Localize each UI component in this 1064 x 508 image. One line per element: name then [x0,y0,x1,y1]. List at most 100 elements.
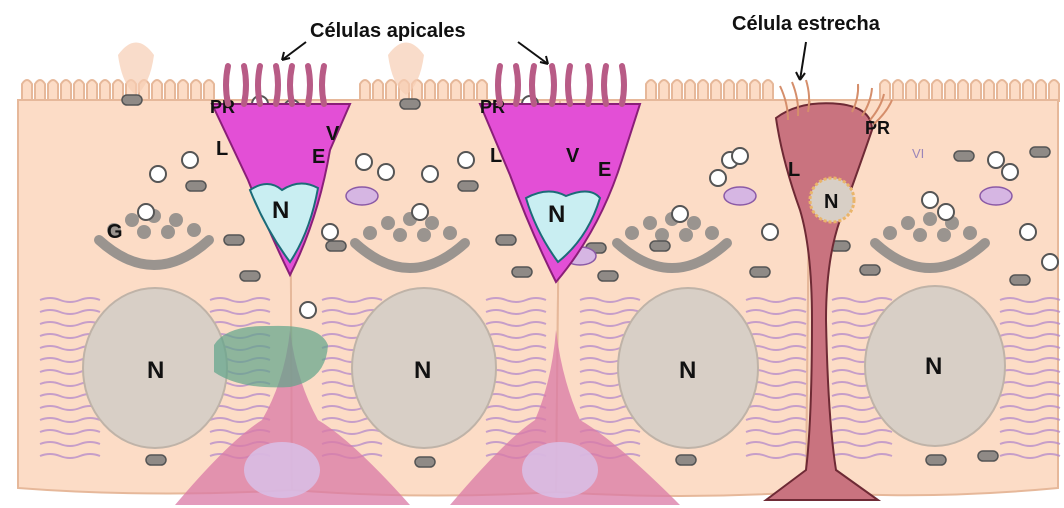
microvillus [724,80,734,102]
vesicle [150,166,166,182]
rod [512,267,532,277]
apical-microvillus [516,66,518,104]
golgi-vesicle [137,225,151,239]
golgi-vesicle [625,226,639,240]
apical-microvillus [622,66,624,104]
nucleus-label-3: N [679,357,696,384]
apical-microvillus [604,66,606,104]
golgi-vesicle [187,223,201,237]
microvillus [1049,80,1059,102]
apical-microvillus [308,66,310,104]
title-apical-cells: Células apicales [310,20,466,42]
microvillus [945,80,955,102]
rod [326,241,346,251]
v-label-1: V [326,123,340,145]
rod [240,271,260,281]
l-label-3: L [788,159,800,181]
rod [415,457,435,467]
vesicle [922,192,938,208]
microvillus [698,80,708,102]
apical-microvillus [226,66,228,104]
principal-nucleus-2: N [352,288,496,448]
microvillus [1010,80,1020,102]
vesicle [422,166,438,182]
golgi-vesicle [443,226,457,240]
microvillus [87,80,97,102]
microvillus [191,80,201,102]
vesicle [412,204,428,220]
microvillus [763,80,773,102]
rod [860,265,880,275]
vesicle [1042,254,1058,270]
golgi-vesicle [643,216,657,230]
golgi-vesicle [937,228,951,242]
golgi-vesicle [161,225,175,239]
vesicle [710,170,726,186]
golgi-vesicle [393,228,407,242]
rod [122,95,142,105]
microvillus [152,80,162,102]
golgi-vesicle [705,226,719,240]
microvillus [958,80,968,102]
vesicle [1002,164,1018,180]
rod [650,241,670,251]
microvillus [360,80,370,102]
apical-microvillus [290,66,292,104]
pr-label-1: PR [210,97,235,117]
microvillus [750,80,760,102]
e-label-2: E [598,159,611,181]
golgi-vesicle [381,216,395,230]
golgi-vesicle [655,228,669,242]
microvillus [932,80,942,102]
rod [146,455,166,465]
nucleus-label-2: N [414,357,431,384]
microvillus [178,80,188,102]
microvillus [165,80,175,102]
rod [978,451,998,461]
golgi-vesicle [363,226,377,240]
vesicle [988,152,1004,168]
narrow-nucleus-label: N [824,191,838,213]
apical-microvillus [552,66,554,104]
principal-nucleus-1: N [83,288,227,448]
nucleus-label-4: N [925,353,942,380]
microvillus [984,80,994,102]
golgi-label: G [107,221,123,243]
rod [598,271,618,281]
microvillus [906,80,916,102]
microvillus [61,80,71,102]
microvillus [737,80,747,102]
microvillus [438,80,448,102]
golgi-vesicle [901,216,915,230]
apical-microvillus [532,66,534,104]
nucleus-label-1: N [147,357,164,384]
apical-microvillus [568,66,570,104]
microvillus [386,80,396,102]
microvillus [672,80,682,102]
microvillus [100,80,110,102]
vesicle [458,152,474,168]
vesicle [356,154,372,170]
golgi-vesicle [679,228,693,242]
golgi-vesicle [963,226,977,240]
microvillus [893,80,903,102]
apical-microvillus [258,66,260,104]
vesicle [182,152,198,168]
vesicle [300,302,316,318]
mitochondrion [980,187,1012,205]
microvillus [74,80,84,102]
rod [1030,147,1050,157]
microvillus [880,80,890,102]
vesicle [762,224,778,240]
rod [750,267,770,277]
apical-microvillus [276,66,278,104]
microvillus [373,80,383,102]
apical-nucleus-label-1: N [272,197,289,224]
v-label-2: V [566,145,580,167]
golgi-vesicle [923,212,937,226]
vesicle [322,224,338,240]
title-narrow-cell: Célula estrecha [732,13,881,35]
golgi-vesicle [687,216,701,230]
microvillus [659,80,669,102]
